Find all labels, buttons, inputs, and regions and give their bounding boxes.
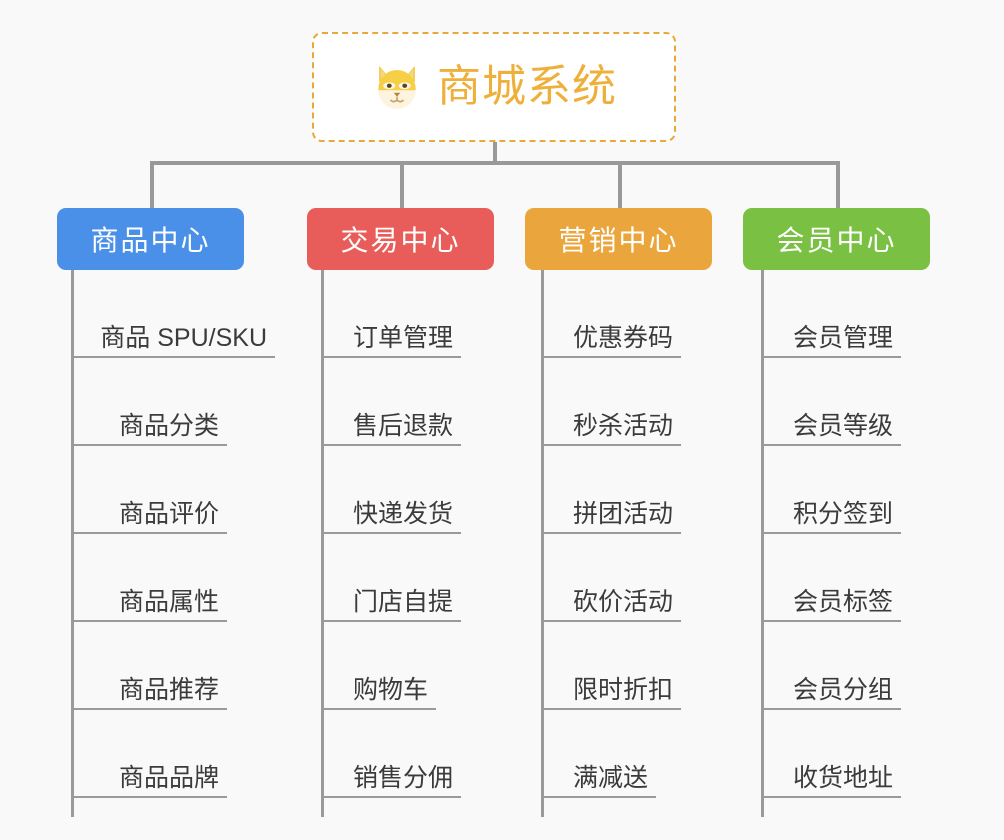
list-item[interactable]: 拼团活动: [541, 446, 681, 534]
category-box-product-center[interactable]: 商品中心: [57, 208, 244, 270]
list-item[interactable]: 商品属性: [71, 534, 227, 622]
connector-drop-4: [836, 161, 840, 209]
leaf-label: 会员分组: [792, 675, 893, 704]
list-item[interactable]: 会员管理: [761, 270, 901, 358]
category-label: 商品中心: [90, 225, 211, 256]
leaf-label: 购物车: [352, 675, 428, 704]
list-item[interactable]: 会员等级: [761, 358, 901, 446]
leaf-label: 商品评价: [118, 499, 219, 528]
leaf-label: 优惠券码: [572, 323, 673, 352]
category-label: 交易中心: [340, 225, 461, 256]
list-item[interactable]: 商品 SPU/SKU: [71, 270, 275, 358]
list-item[interactable]: 优惠券码: [541, 270, 681, 358]
root-node-title: 商城系统: [437, 62, 617, 111]
leaf-label: 会员管理: [792, 323, 893, 352]
leaf-label: 满减送: [572, 763, 648, 792]
list-item[interactable]: 商品分类: [71, 358, 227, 446]
leaf-label: 订单管理: [352, 323, 453, 352]
leaf-label: 拼团活动: [572, 499, 673, 528]
column-rail: [761, 270, 764, 817]
column-rail: [541, 270, 544, 817]
category-box-marketing-center[interactable]: 营销中心: [525, 208, 712, 270]
leaf-label: 收货地址: [792, 763, 893, 792]
list-item[interactable]: 商品品牌: [71, 710, 227, 798]
list-item[interactable]: 商品评价: [71, 446, 227, 534]
list-item[interactable]: 售后退款: [321, 358, 461, 446]
leaf-label: 快递发货: [352, 499, 453, 528]
category-box-trade-center[interactable]: 交易中心: [307, 208, 494, 270]
list-item[interactable]: 收货地址: [761, 710, 901, 798]
list-item[interactable]: 门店自提: [321, 534, 461, 622]
shiba-dog-face-icon: [378, 65, 416, 109]
leaf-label: 限时折扣: [572, 675, 673, 704]
connector-drop-1: [150, 161, 154, 209]
column-rail: [71, 270, 74, 817]
leaf-label: 商品推荐: [118, 675, 219, 704]
category-label: 营销中心: [558, 225, 679, 256]
list-item[interactable]: 购物车: [321, 622, 436, 710]
connector-drop-3: [618, 161, 622, 209]
leaf-label: 会员等级: [792, 411, 893, 440]
leaf-label: 门店自提: [352, 587, 453, 616]
list-item[interactable]: 商品推荐: [71, 622, 227, 710]
list-item[interactable]: 会员标签: [761, 534, 901, 622]
leaf-label: 商品分类: [118, 411, 219, 440]
list-item[interactable]: 快递发货: [321, 446, 461, 534]
list-item[interactable]: 积分签到: [761, 446, 901, 534]
connector-horizontal-bus: [150, 161, 840, 165]
list-item[interactable]: 砍价活动: [541, 534, 681, 622]
column-rail: [321, 270, 324, 817]
leaf-label: 商品 SPU/SKU: [100, 323, 267, 352]
root-node-shop-system[interactable]: 商城系统: [312, 32, 676, 142]
leaf-label: 砍价活动: [572, 587, 673, 616]
leaf-label: 积分签到: [792, 499, 893, 528]
leaf-label: 售后退款: [352, 411, 453, 440]
category-box-member-center[interactable]: 会员中心: [743, 208, 930, 270]
list-item[interactable]: 限时折扣: [541, 622, 681, 710]
category-label: 会员中心: [776, 225, 897, 256]
leaf-label: 商品品牌: [118, 763, 219, 792]
list-item[interactable]: 秒杀活动: [541, 358, 681, 446]
connector-drop-2: [400, 161, 404, 209]
leaf-label: 秒杀活动: [572, 411, 673, 440]
list-item[interactable]: 销售分佣: [321, 710, 461, 798]
list-item[interactable]: 订单管理: [321, 270, 461, 358]
leaf-label: 销售分佣: [352, 763, 453, 792]
leaf-label: 商品属性: [118, 587, 219, 616]
leaf-label: 会员标签: [792, 587, 893, 616]
list-item[interactable]: 会员分组: [761, 622, 901, 710]
list-item[interactable]: 满减送: [541, 710, 656, 798]
connector-root-stem: [493, 142, 497, 164]
